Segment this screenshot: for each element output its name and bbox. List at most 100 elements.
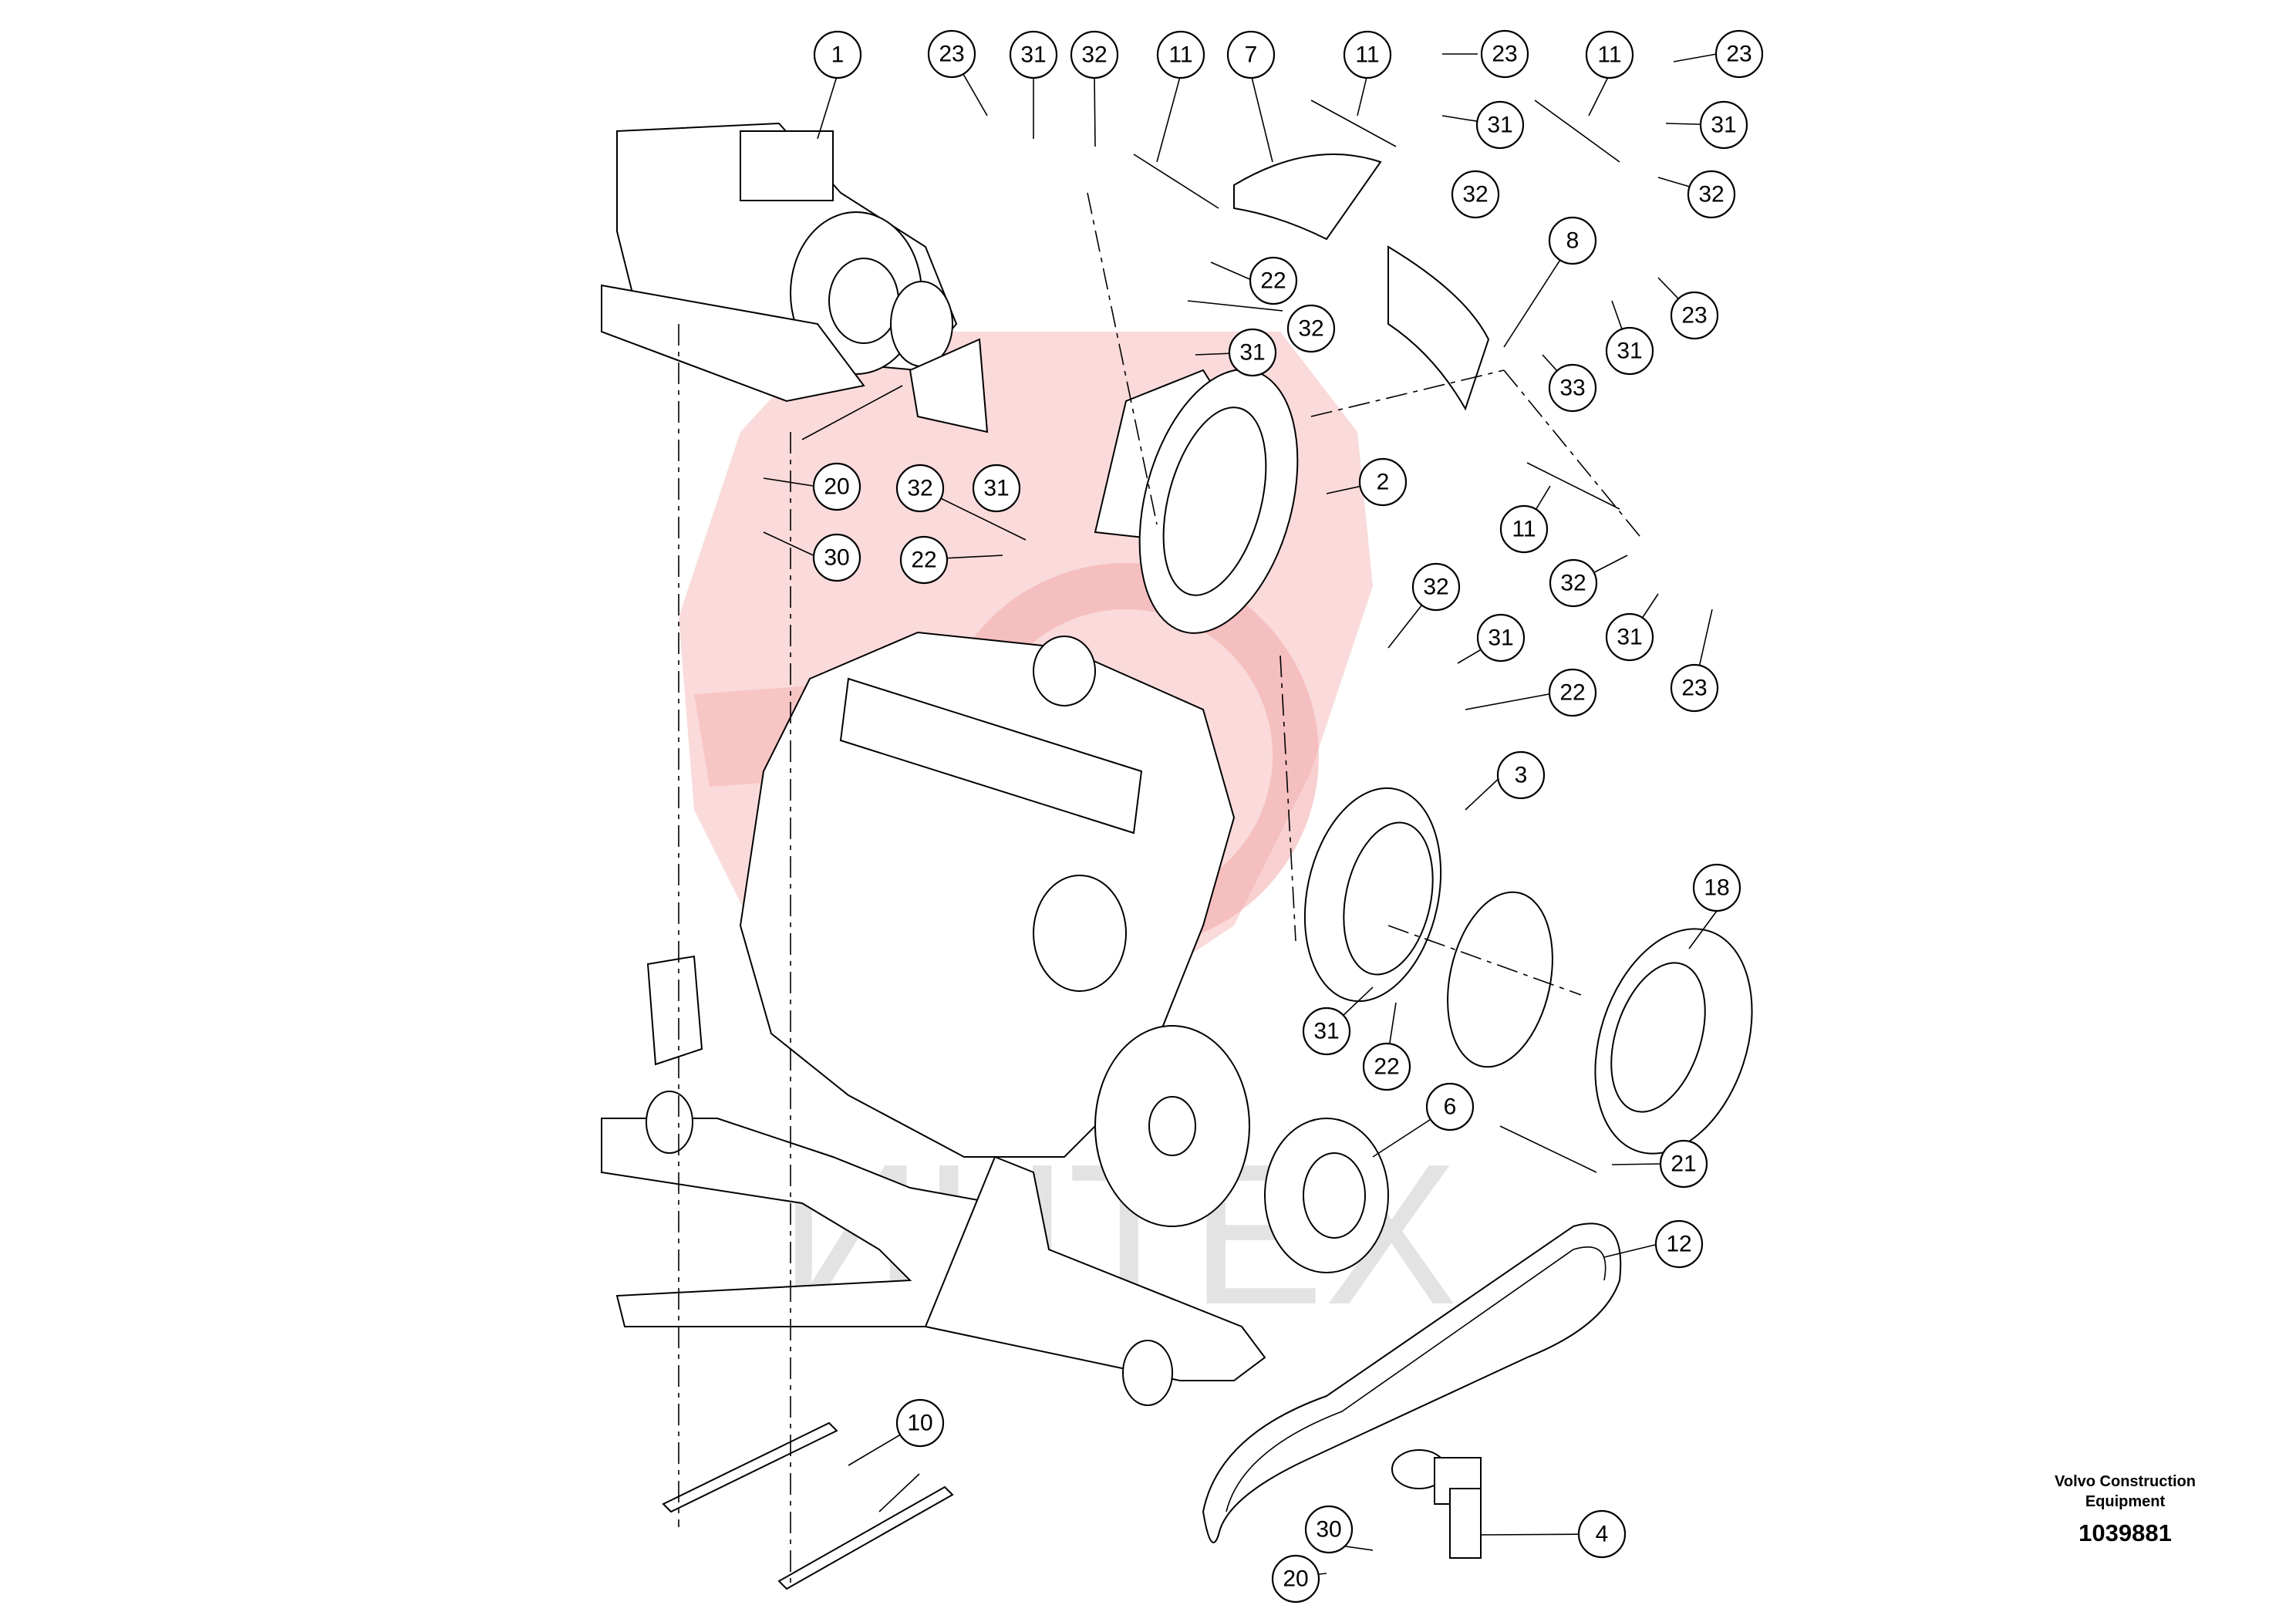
svg-text:30: 30 [824, 545, 849, 571]
callout-10: 10 [895, 1398, 945, 1448]
engine-block [646, 631, 1250, 1227]
svg-text:31: 31 [1239, 340, 1265, 366]
svg-text:6: 6 [1444, 1094, 1457, 1120]
company-name-line1: Volvo Construction [2055, 1473, 2196, 1490]
svg-text:32: 32 [1298, 316, 1323, 342]
callout-23b: 23 [1480, 29, 1529, 79]
svg-text:22: 22 [1374, 1054, 1399, 1080]
svg-text:23: 23 [1681, 676, 1707, 701]
svg-text:7: 7 [1245, 42, 1258, 68]
callout-3: 3 [1496, 750, 1546, 800]
callout-31d: 31 [1228, 328, 1277, 377]
callout-8: 8 [1548, 216, 1597, 265]
generator-assembly [601, 122, 989, 440]
callout-11c: 11 [1585, 30, 1634, 79]
svg-text:23: 23 [1726, 42, 1752, 67]
callout-23d: 23 [1670, 291, 1719, 340]
callout-22b: 22 [899, 535, 949, 585]
svg-text:4: 4 [1596, 1522, 1609, 1547]
svg-text:23: 23 [1492, 42, 1517, 67]
svg-text:22: 22 [1559, 680, 1585, 706]
svg-text:18: 18 [1704, 875, 1729, 901]
assembly-lines [678, 192, 1644, 1589]
callout-31i: 31 [1302, 1007, 1351, 1056]
svg-text:31: 31 [1487, 113, 1512, 138]
svg-text:11: 11 [1597, 42, 1621, 68]
svg-text:11: 11 [1512, 517, 1536, 542]
callout-7: 7 [1226, 30, 1276, 79]
support-rails [662, 1421, 954, 1590]
ring-and-pulley-parts [1264, 787, 1753, 1273]
svg-text:31: 31 [983, 476, 1009, 501]
callout-33: 33 [1548, 363, 1597, 413]
svg-text:22: 22 [1260, 268, 1286, 294]
callout-11d: 11 [1499, 504, 1549, 554]
callout-31b: 31 [1475, 100, 1525, 150]
callout-31g: 31 [1476, 613, 1526, 663]
callout-32g: 32 [1549, 558, 1598, 608]
callout-31h: 31 [1605, 612, 1654, 662]
svg-text:3: 3 [1515, 763, 1528, 788]
svg-text:23: 23 [939, 42, 964, 67]
svg-text:31: 31 [1313, 1019, 1339, 1044]
callout-22c: 22 [1548, 668, 1597, 717]
callout-6: 6 [1425, 1082, 1475, 1131]
svg-text:8: 8 [1566, 228, 1580, 254]
callout-2: 2 [1358, 457, 1408, 507]
svg-text:23: 23 [1681, 303, 1707, 329]
svg-text:1: 1 [831, 42, 845, 68]
callout-31a: 31 [1009, 30, 1058, 79]
callout-31f: 31 [972, 464, 1021, 513]
callout-23e: 23 [1670, 663, 1719, 713]
callout-30a: 30 [812, 533, 861, 582]
callout-32f: 32 [1411, 562, 1461, 612]
callout-21: 21 [1659, 1139, 1708, 1189]
svg-text:11: 11 [1168, 42, 1192, 68]
svg-text:22: 22 [911, 548, 936, 573]
svg-text:31: 31 [1488, 626, 1513, 651]
svg-text:32: 32 [1423, 575, 1448, 600]
svg-text:32: 32 [1560, 571, 1586, 596]
callout-32b: 32 [1451, 170, 1500, 219]
svg-text:31: 31 [1617, 339, 1642, 364]
callout-11a: 11 [1156, 30, 1205, 79]
callout-18: 18 [1692, 863, 1741, 912]
callout-1: 1 [813, 30, 862, 79]
svg-text:20: 20 [1283, 1566, 1308, 1592]
drive-belt [1202, 1222, 1622, 1543]
svg-text:33: 33 [1559, 376, 1585, 401]
callout-22a: 22 [1249, 256, 1298, 305]
svg-text:31: 31 [1020, 42, 1046, 68]
callout-31c: 31 [1699, 100, 1748, 150]
document-caption: Volvo Construction Equipment 1039881 [2055, 1472, 2196, 1547]
callout-12: 12 [1654, 1219, 1704, 1269]
svg-text:32: 32 [1698, 182, 1724, 207]
callout-31e: 31 [1605, 326, 1654, 376]
fan-shroud-parts [1133, 99, 1620, 510]
callout-30b: 30 [1304, 1505, 1354, 1554]
svg-text:10: 10 [907, 1411, 932, 1436]
document-number: 1039881 [2079, 1519, 2172, 1546]
callout-23a: 23 [927, 29, 976, 79]
callout-22d: 22 [1362, 1042, 1411, 1091]
svg-text:31: 31 [1711, 113, 1736, 138]
belt-tensioner [1391, 1449, 1482, 1559]
engine-frame [601, 1091, 1266, 1406]
callout-11b: 11 [1343, 30, 1392, 79]
svg-text:30: 30 [1316, 1517, 1341, 1543]
callout-32c: 32 [1687, 170, 1736, 219]
svg-text:32: 32 [1462, 182, 1488, 207]
callout-32a: 32 [1070, 30, 1119, 79]
callout-4: 4 [1577, 1509, 1627, 1559]
svg-text:20: 20 [824, 474, 849, 500]
callout-23c: 23 [1714, 29, 1764, 79]
svg-text:11: 11 [1355, 42, 1379, 68]
callout-32d: 32 [1286, 304, 1336, 353]
company-name-line2: Equipment [2085, 1493, 2166, 1510]
svg-text:31: 31 [1617, 625, 1642, 650]
svg-text:32: 32 [1081, 42, 1107, 68]
svg-text:12: 12 [1666, 1232, 1691, 1257]
callout-20a: 20 [812, 462, 861, 511]
callout-32e: 32 [895, 464, 945, 513]
